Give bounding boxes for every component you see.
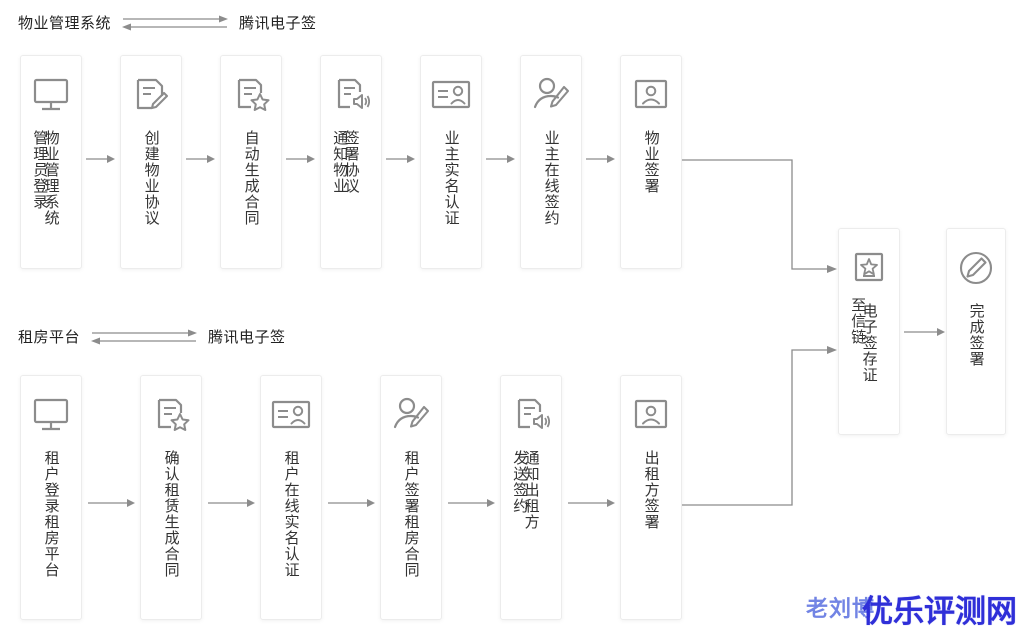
flow-step-label: 电子签存证 xyxy=(860,303,878,383)
flow-step-blockchain-archive[interactable]: 电子签存证 至信链 xyxy=(838,228,900,435)
document-star-icon xyxy=(152,394,190,436)
flow-step-label: 物业签署 xyxy=(642,130,660,194)
flow-step-owner-sign-online[interactable]: 业主在线签约 xyxy=(520,55,582,269)
flow-step-label: 通知出租方 xyxy=(522,450,540,530)
flow-step-tenant-login[interactable]: 租户登录租房平台 xyxy=(20,375,82,620)
flow-step-notify-landlord[interactable]: 通知出租方 发送签约 xyxy=(500,375,562,620)
double-arrow-icon xyxy=(90,328,198,346)
flow-step-tenant-sign-contract[interactable]: 租户签署租房合同 xyxy=(380,375,442,620)
arrow-row1-3 xyxy=(286,153,316,165)
person-pencil-icon xyxy=(531,74,571,116)
person-frame-icon xyxy=(632,394,670,436)
flow-step-owner-verify[interactable]: 业主实名认证 xyxy=(420,55,482,269)
document-pencil-icon xyxy=(132,74,170,116)
flow-step-label: 自动生成合同 xyxy=(242,130,260,226)
arrow-row2-2 xyxy=(208,497,256,509)
flow-step-notify-property[interactable]: 签署协议 通知物业 xyxy=(320,55,382,269)
flow-step-label: 签署协议 xyxy=(342,130,360,194)
arrow-row2-3 xyxy=(328,497,376,509)
flow-step-label: 创建物业协议 xyxy=(142,130,160,226)
flow-step-sublabel: 通知物业 xyxy=(331,130,349,194)
flow-step-label: 租户在线实名认证 xyxy=(282,450,300,578)
arrow-row1-5 xyxy=(486,153,516,165)
arrow-row1-1 xyxy=(86,153,116,165)
flow-step-label: 完成签署 xyxy=(967,303,985,367)
document-speaker-icon xyxy=(332,74,370,116)
arrow-row2-5 xyxy=(568,497,616,509)
section-right-label: 腾讯电子签 xyxy=(208,329,286,346)
document-star-icon xyxy=(232,74,270,116)
flow-step-label: 业主实名认证 xyxy=(442,130,460,226)
arrow-row1-4 xyxy=(386,153,416,165)
id-card-icon xyxy=(430,74,472,116)
arrow-archive-to-complete xyxy=(904,326,946,338)
arrow-row2-4 xyxy=(448,497,496,509)
arrow-row2-1 xyxy=(88,497,136,509)
arrow-row1-6 xyxy=(586,153,616,165)
section-header-rental: 租房平台 腾讯电子签 xyxy=(18,326,286,347)
flow-step-confirm-lease[interactable]: 确认租赁生成合同 xyxy=(140,375,202,620)
connector-row1-to-archive xyxy=(680,150,840,350)
id-card-icon xyxy=(270,394,312,436)
certificate-star-icon xyxy=(851,247,887,289)
flow-step-label: 确认租赁生成合同 xyxy=(162,450,180,578)
flow-step-signing-complete[interactable]: 完成签署 xyxy=(946,228,1006,435)
flow-step-tenant-verify[interactable]: 租户在线实名认证 xyxy=(260,375,322,620)
flow-step-auto-contract[interactable]: 自动生成合同 xyxy=(220,55,282,269)
flow-step-create-agreement[interactable]: 创建物业协议 xyxy=(120,55,182,269)
watermark-primary: 优乐评测网 xyxy=(862,594,1017,629)
monitor-icon xyxy=(31,394,71,436)
person-pencil-icon xyxy=(391,394,431,436)
person-frame-icon xyxy=(632,74,670,116)
monitor-icon xyxy=(31,74,71,116)
double-arrow-icon xyxy=(121,14,229,32)
flow-step-label: 租户登录租房平台 xyxy=(42,450,60,578)
flow-step-landlord-sign[interactable]: 出租方签署 xyxy=(620,375,682,620)
document-speaker-icon xyxy=(512,394,550,436)
flow-step-property-sign[interactable]: 物业签署 xyxy=(620,55,682,269)
flow-step-sublabel: 管理员登录 xyxy=(31,130,49,210)
connector-row2-to-archive xyxy=(680,290,840,510)
flow-step-sublabel: 发送签约 xyxy=(511,450,529,514)
section-header-property: 物业管理系统 腾讯电子签 xyxy=(18,12,317,33)
flow-step-sublabel: 至信链 xyxy=(849,297,867,345)
flow-step-admin-login[interactable]: 物业管理系统 管理员登录 xyxy=(20,55,82,269)
flow-step-label: 租户签署租房合同 xyxy=(402,450,420,578)
section-left-label: 物业管理系统 xyxy=(18,15,112,32)
flow-step-label: 业主在线签约 xyxy=(542,130,560,226)
watermark-secondary: 老刘博 xyxy=(806,596,876,621)
section-left-label: 租房平台 xyxy=(18,329,81,346)
section-right-label: 腾讯电子签 xyxy=(239,15,317,32)
circle-pencil-icon xyxy=(957,247,995,289)
arrow-row1-2 xyxy=(186,153,216,165)
flow-step-label: 物业管理系统 xyxy=(42,130,60,226)
flow-step-label: 出租方签署 xyxy=(642,450,660,530)
